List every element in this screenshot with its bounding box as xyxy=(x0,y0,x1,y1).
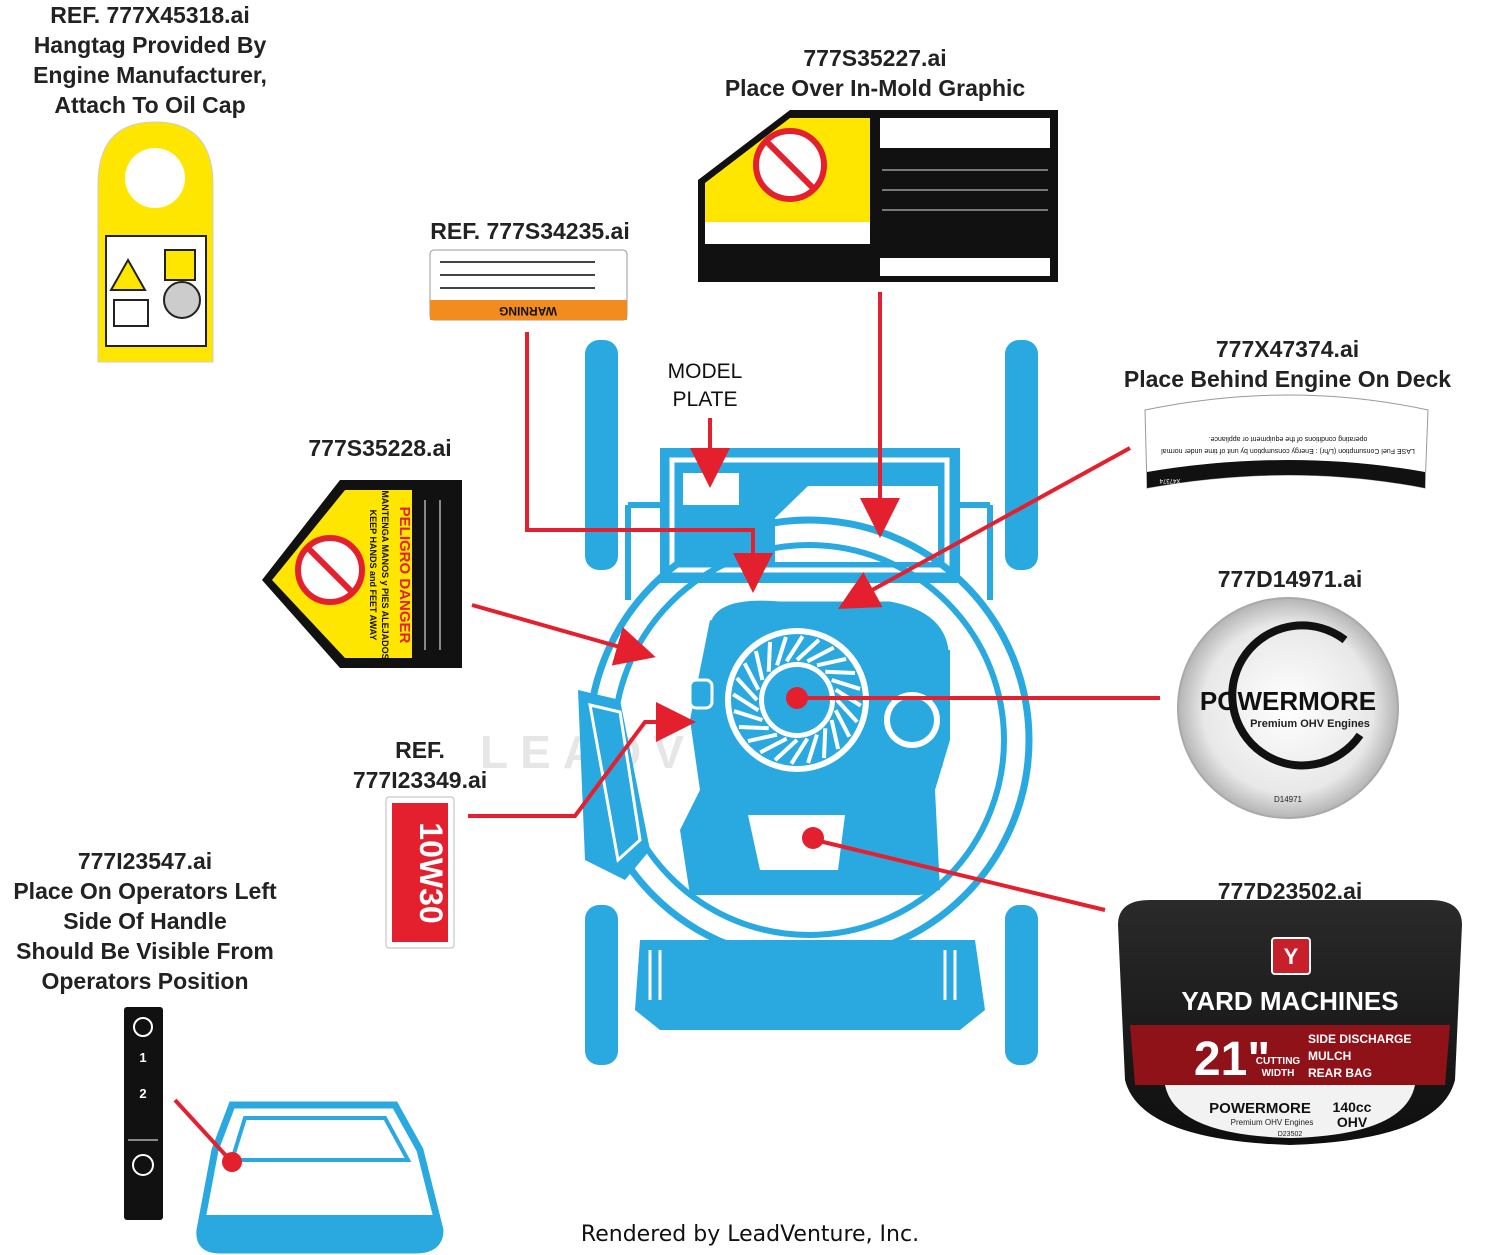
danger-decal-english: KEEP HANDS and FEET AWAY xyxy=(368,510,378,641)
wheel-rear-left xyxy=(585,340,618,570)
warning-decal-title: WARNING xyxy=(499,304,557,318)
arrow-handle xyxy=(173,1098,232,1162)
powermore-code: D14971 xyxy=(1274,795,1303,804)
svg-text:1: 1 xyxy=(139,1050,146,1065)
ym-brand: YARD MACHINES xyxy=(1181,986,1398,1016)
danger-decal-title: PELIGRO DANGER xyxy=(396,507,413,644)
caption-powermore: 777D14971.ai xyxy=(1217,566,1363,592)
deck-decal-line3: operating conditions of the equipment or… xyxy=(1209,435,1368,442)
arrow-yardmachines xyxy=(814,838,1106,912)
powermore-brand: POWERMORE xyxy=(1200,686,1376,716)
caption-yardmachines: 777D23502.ai xyxy=(1217,878,1363,904)
arrow-danger xyxy=(471,603,656,666)
ym-engine-sub: Premium OHV Engines xyxy=(1231,1118,1314,1127)
wheel-front-left xyxy=(585,905,618,1065)
powermore-decal: POWERMORE Premium OHV Engines D14971 xyxy=(1177,597,1399,819)
hangtag-decal xyxy=(97,121,214,363)
arrow-deck xyxy=(837,446,1131,609)
inmold-danger-decal xyxy=(698,110,1058,282)
deck-shoulders xyxy=(625,502,993,600)
callout-dot-powermore xyxy=(786,687,808,709)
caption-oil: REF. 777I23349.ai xyxy=(352,737,488,793)
caption-inmold: 777S35227.ai Place Over In-Mold Graphic xyxy=(724,45,1026,101)
caption-handle: 777I23547.ai Place On Operators Left Sid… xyxy=(13,848,277,994)
svg-text:Y: Y xyxy=(1284,944,1299,969)
caption-deck: 777X47374.ai Place Behind Engine On Deck xyxy=(1123,336,1452,392)
callout-dot-yardmachines xyxy=(802,827,824,849)
deck-decal-line2: LASE Fuel Consumption (L/hr) : Energy co… xyxy=(1161,447,1415,454)
ym-cc: 140cc xyxy=(1333,1099,1372,1115)
caption-warning: REF. 777S34235.ai xyxy=(430,218,630,244)
ym-engine: POWERMORE xyxy=(1209,1100,1311,1117)
callout-arrows xyxy=(173,292,1160,1162)
oil-fill-cap xyxy=(688,678,714,710)
air-filter-cover xyxy=(748,815,845,870)
model-plate-label: MODEL PLATE xyxy=(667,360,743,411)
side-chute xyxy=(578,690,650,880)
arrow-warning xyxy=(525,332,773,593)
oil-decal-text: 10W30 xyxy=(413,822,449,923)
ym-size: 21" xyxy=(1194,1033,1270,1086)
deck-decal: 140cc = 0.742 (L/hr) LASE Fuel Consumpti… xyxy=(1144,394,1429,489)
ym-option-rear-bag: REAR BAG xyxy=(1308,1066,1372,1080)
footer-credit: Rendered by LeadVenture, Inc. xyxy=(580,1222,920,1247)
yardmachines-decal: Y YARD MACHINES 21" CUTTING WIDTH SIDE D… xyxy=(1118,900,1462,1145)
mower-illustration xyxy=(196,340,1038,1254)
arrow-oil xyxy=(468,702,696,818)
powermore-sub: Premium OHV Engines xyxy=(1250,718,1370,730)
wheel-rear-right xyxy=(1005,340,1038,570)
danger-decal: PELIGRO DANGER MANTENGA MANOS y PIES ALE… xyxy=(262,480,462,668)
inmold-graphic-outline xyxy=(669,457,950,573)
deck-decal-line1: 140cc = 0.742 (L/hr) xyxy=(1248,462,1329,472)
caption-danger: 777S35228.ai xyxy=(308,435,452,461)
front-housing xyxy=(635,940,985,1030)
danger-decal-spanish: MANTENGA MANOS y PIES ALEJADOS xyxy=(380,490,390,659)
ym-width: WIDTH xyxy=(1262,1068,1295,1079)
caption-hangtag: REF. 777X45318.ai Hangtag Provided By En… xyxy=(33,2,267,118)
ym-code: D23502 xyxy=(1278,1131,1303,1138)
wheel-front-right xyxy=(1005,905,1038,1065)
svg-text:2: 2 xyxy=(139,1086,146,1101)
callout-dot-handle xyxy=(222,1152,242,1172)
ym-cutting: CUTTING xyxy=(1256,1056,1301,1067)
ym-option-mulch: MULCH xyxy=(1308,1049,1351,1063)
ym-option-side-discharge: SIDE DISCHARGE xyxy=(1308,1032,1411,1046)
handle-control-decal: 1 2 xyxy=(124,1007,163,1220)
warning-decal: WARNING xyxy=(429,249,628,321)
ym-ohv: OHV xyxy=(1337,1114,1368,1130)
oil-decal: 10W30 xyxy=(385,796,455,949)
deck-decal-code: X47374 xyxy=(1159,477,1180,483)
